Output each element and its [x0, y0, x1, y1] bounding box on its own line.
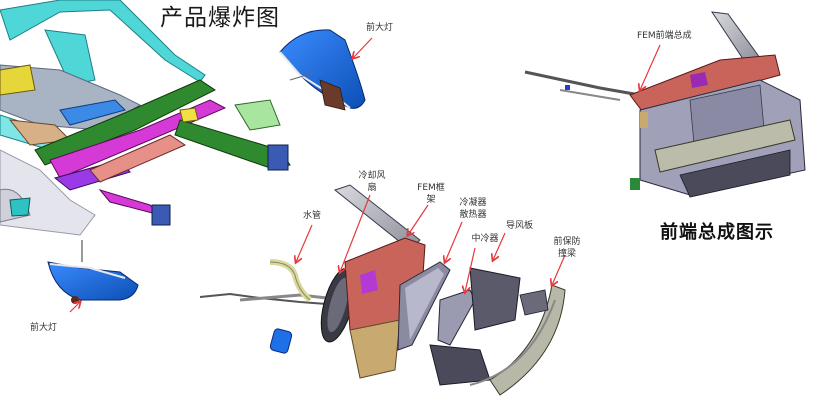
- label-headlamp-left: 前大灯: [30, 323, 58, 333]
- label-intercooler: 中冷器: [471, 234, 499, 244]
- headlamp-left-illustration: [47, 240, 139, 304]
- arrow-water-pipe: [296, 224, 313, 262]
- arrow-air-deflector: [493, 232, 506, 260]
- headlamp-right-illustration: [279, 29, 366, 111]
- label-front-bumper-beam: 前保防撞梁: [553, 237, 581, 259]
- slide-title: 产品爆炸图: [160, 5, 280, 31]
- label-fem-frame: FEM框架: [417, 183, 445, 205]
- arrow-bumper-beam: [552, 254, 566, 285]
- label-condenser-radiator: 冷凝器散热器: [459, 198, 487, 220]
- label-cooling-fan: 冷却风扇: [358, 171, 386, 193]
- exploded-components-illustration: [199, 184, 566, 396]
- arrow-cooling-fan: [340, 194, 371, 272]
- annotation-arrows: [69, 37, 661, 313]
- label-headlamp-right: 前大灯: [366, 23, 394, 33]
- label-air-deflector: 导风板: [506, 221, 534, 231]
- arrow-headlamp-left: [69, 302, 80, 313]
- arrow-intercooler: [465, 247, 476, 292]
- assembly-diagram-caption: 前端总成图示: [660, 222, 774, 243]
- arrow-condenser: [445, 221, 463, 262]
- arrow-fem-frame: [408, 204, 429, 235]
- car-body-structure: [0, 0, 291, 236]
- arrow-fem-assembly: [640, 44, 661, 90]
- arrow-headlamp-right: [353, 37, 373, 58]
- fem-assembly-illustration: [524, 11, 806, 198]
- label-fem-assembly: FEM前端总成: [637, 31, 692, 41]
- label-water-pipe: 水管: [303, 211, 322, 221]
